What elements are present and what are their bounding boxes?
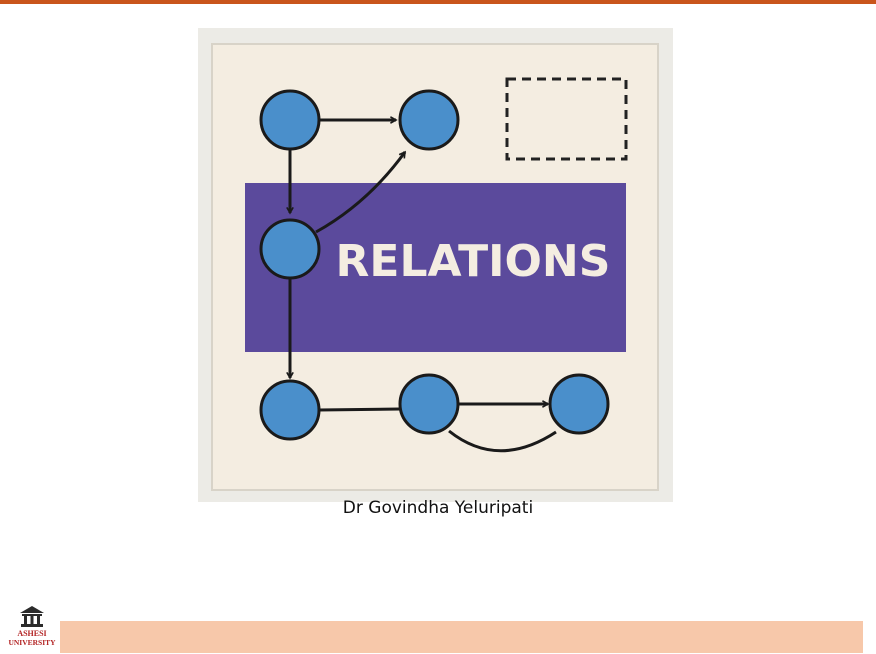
edge-mid-to-top-right — [315, 152, 407, 234]
building-icon — [20, 606, 44, 627]
relations-banner-text: RELATIONS — [336, 236, 611, 287]
ashesi-logo: ASHESI UNIVERSITY — [2, 604, 62, 654]
edge-bottom-left-to-bottom-mid — [318, 407, 401, 412]
node-bottom-right — [548, 373, 610, 435]
relations-graph-diagram: RELATIONS — [211, 43, 659, 491]
author-name: Dr Govindha Yeluripati — [342, 498, 534, 518]
node-bottom-left — [259, 379, 321, 441]
edge-bottom-curve — [448, 429, 557, 453]
dashed-placeholder-box — [505, 77, 628, 161]
top-accent-bar — [0, 0, 876, 4]
node-top-right — [398, 89, 460, 151]
logo-text-line2: UNIVERSITY — [8, 638, 56, 647]
relations-illustration: RELATIONS — [198, 28, 673, 502]
node-top-left — [259, 89, 321, 151]
logo-text-line1: ASHESI — [17, 629, 47, 638]
node-middle — [259, 218, 321, 280]
node-bottom-middle — [398, 373, 460, 435]
footer-band — [60, 621, 863, 653]
